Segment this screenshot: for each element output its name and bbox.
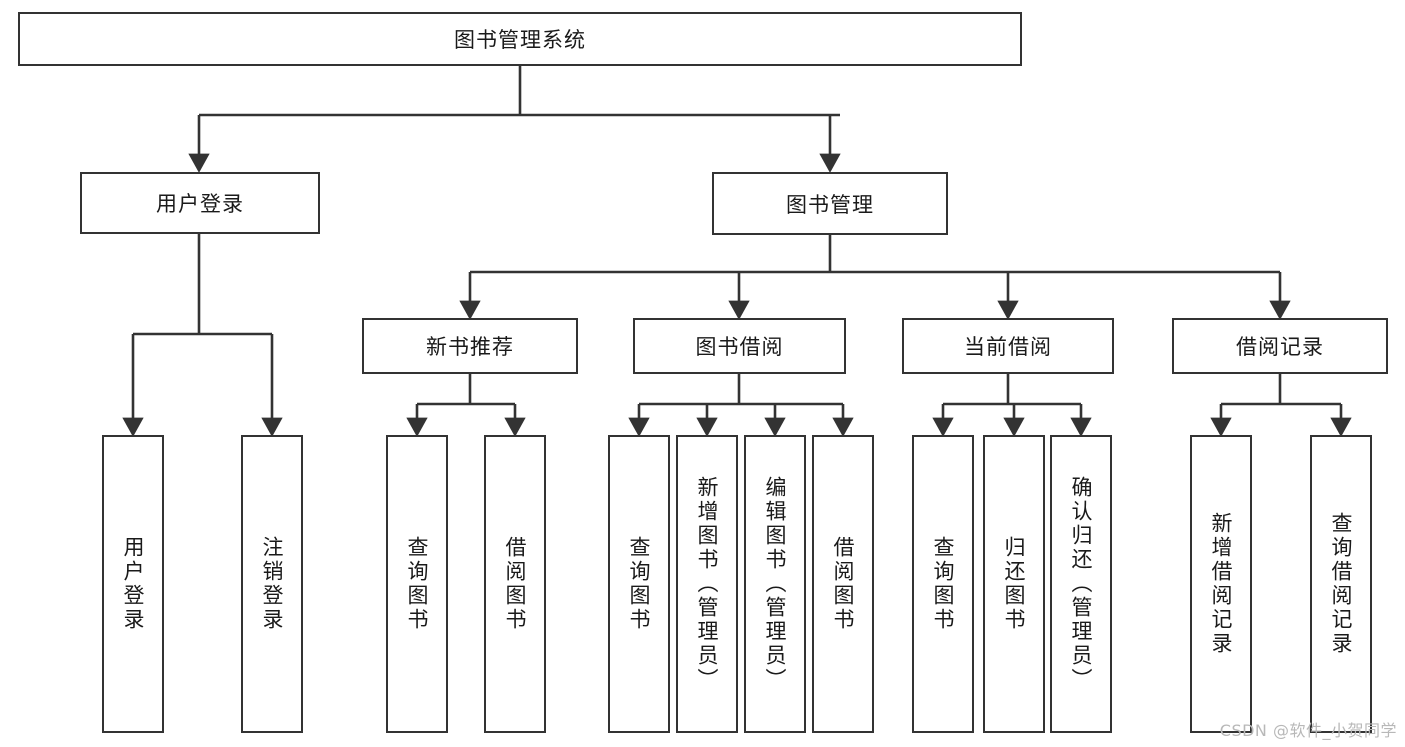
node-label: 查询图书: [627, 536, 652, 632]
node-leaf-3[interactable]: 查询图书: [386, 435, 448, 733]
node-label: 查询借阅记录: [1329, 512, 1354, 656]
node-leaf-9[interactable]: 查询图书: [912, 435, 974, 733]
node-label: 确认归还（管理员）: [1069, 476, 1094, 692]
node-root-system[interactable]: 图书管理系统: [18, 12, 1022, 66]
node-label: 新书推荐: [426, 335, 514, 359]
node-leaf-11[interactable]: 确认归还（管理员）: [1050, 435, 1112, 733]
node-level3-4[interactable]: 借阅记录: [1172, 318, 1388, 374]
node-label: 归还图书: [1002, 536, 1027, 632]
node-label: 查询图书: [405, 536, 430, 632]
node-label: 借阅记录: [1236, 335, 1324, 359]
node-leaf-4[interactable]: 借阅图书: [484, 435, 546, 733]
node-leaf-1[interactable]: 用户登录: [102, 435, 164, 733]
node-label: 图书管理: [786, 192, 874, 217]
node-leaf-6[interactable]: 新增图书（管理员）: [676, 435, 738, 733]
node-leaf-2[interactable]: 注销登录: [241, 435, 303, 733]
node-level3-1[interactable]: 新书推荐: [362, 318, 578, 374]
node-leaf-7[interactable]: 编辑图书（管理员）: [744, 435, 806, 733]
node-leaf-5[interactable]: 查询图书: [608, 435, 670, 733]
node-label: 图书管理系统: [454, 28, 586, 52]
node-label: 新增图书（管理员）: [695, 476, 720, 692]
node-leaf-12[interactable]: 新增借阅记录: [1190, 435, 1252, 733]
node-label: 查询图书: [931, 536, 956, 632]
node-leaf-10[interactable]: 归还图书: [983, 435, 1045, 733]
node-leaf-8[interactable]: 借阅图书: [812, 435, 874, 733]
node-label: 图书借阅: [695, 335, 784, 359]
node-label: 借阅图书: [831, 536, 856, 632]
node-label: 当前借阅: [964, 335, 1052, 359]
node-leaf-13[interactable]: 查询借阅记录: [1310, 435, 1372, 733]
node-level3-2[interactable]: 图书借阅: [633, 318, 846, 374]
node-label: 新增借阅记录: [1209, 512, 1234, 656]
node-level2-1[interactable]: 用户登录: [80, 172, 320, 234]
node-label: 注销登录: [260, 536, 285, 632]
node-level3-3[interactable]: 当前借阅: [902, 318, 1114, 374]
node-label: 编辑图书（管理员）: [763, 476, 788, 692]
watermark-text: CSDN @软件_小贺同学: [1219, 721, 1397, 740]
node-level2-2[interactable]: 图书管理: [712, 172, 948, 235]
node-label: 用户登录: [121, 536, 146, 632]
node-label: 用户登录: [156, 192, 244, 216]
node-label: 借阅图书: [503, 536, 528, 632]
